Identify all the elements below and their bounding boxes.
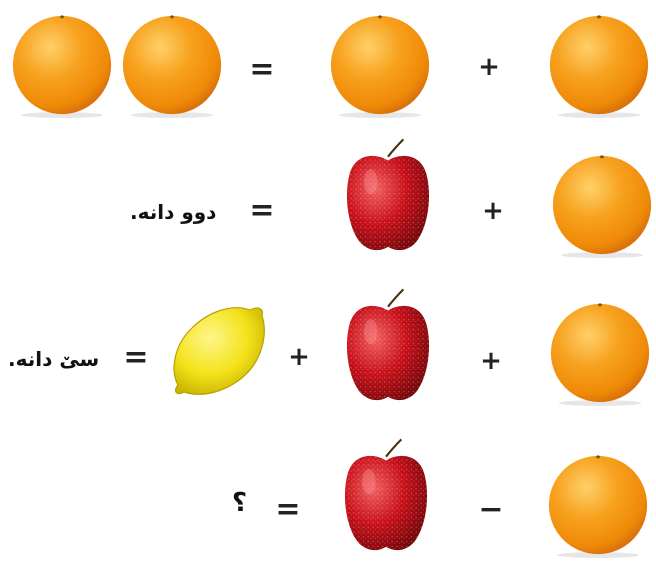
result-text: دوو دانه. [130, 200, 216, 224]
plus-sign: + [474, 52, 504, 82]
result-text: سێ دانه. [8, 347, 99, 371]
question-mark: ؟ [232, 488, 247, 518]
equals-sign: = [118, 340, 154, 375]
equals-sign: = [244, 52, 280, 87]
apple-icon [340, 137, 436, 257]
orange-icon [546, 298, 654, 408]
apple-icon [340, 287, 436, 407]
equals-sign: = [244, 193, 280, 228]
orange-icon [8, 10, 116, 120]
plus-sign: + [478, 196, 508, 226]
plus-sign: + [476, 346, 506, 376]
equals-sign: = [270, 492, 306, 527]
orange-icon [545, 10, 653, 120]
orange-icon [118, 10, 226, 120]
lemon-icon [168, 300, 268, 400]
orange-icon [544, 450, 652, 560]
orange-icon [548, 150, 656, 260]
apple-icon [338, 437, 434, 557]
minus-sign: − [474, 492, 508, 527]
plus-sign: + [284, 342, 314, 372]
orange-icon [326, 10, 434, 120]
